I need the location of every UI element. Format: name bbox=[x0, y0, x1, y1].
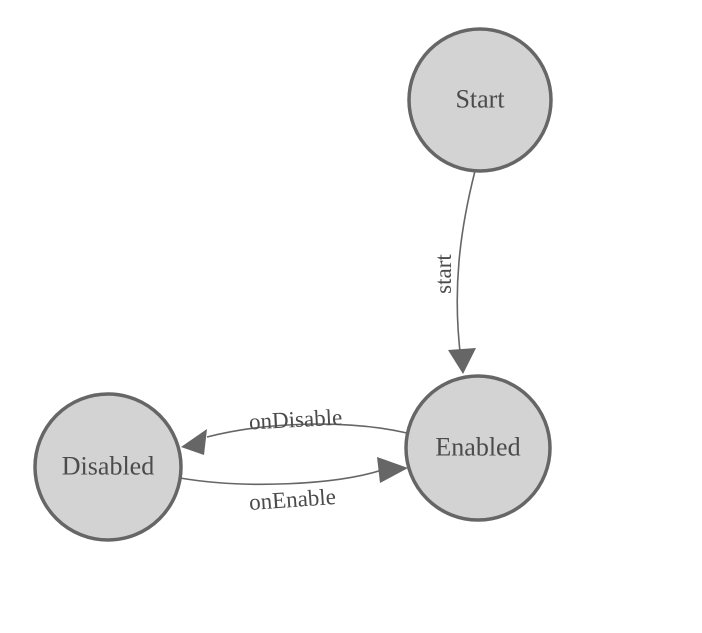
arrowhead-disabled-to-enabled bbox=[377, 457, 408, 483]
state-node-enabled: Enabled bbox=[404, 374, 552, 522]
edge-label-start: start bbox=[431, 254, 456, 294]
edge-start-to-enabled bbox=[456, 170, 476, 361]
arrowhead-start-to-enabled bbox=[448, 348, 476, 374]
edge-enabled-to-disabled bbox=[206, 423, 408, 438]
state-node-enabled-label: Enabled bbox=[435, 433, 520, 462]
state-node-start-label: Start bbox=[455, 85, 505, 114]
state-node-disabled-label: Disabled bbox=[62, 452, 154, 481]
state-node-start-circle bbox=[407, 27, 553, 173]
edge-disabled-to-enabled bbox=[179, 469, 383, 486]
state-node-disabled: Disabled bbox=[33, 392, 183, 542]
state-node-start: Start bbox=[407, 27, 553, 173]
edge-label-ondisable: onDisable bbox=[248, 405, 342, 435]
state-node-enabled-circle bbox=[404, 374, 552, 522]
state-node-disabled-circle bbox=[33, 392, 183, 542]
edge-label-onenable: onEnable bbox=[248, 484, 336, 515]
arrowhead-enabled-to-disabled bbox=[181, 429, 207, 455]
